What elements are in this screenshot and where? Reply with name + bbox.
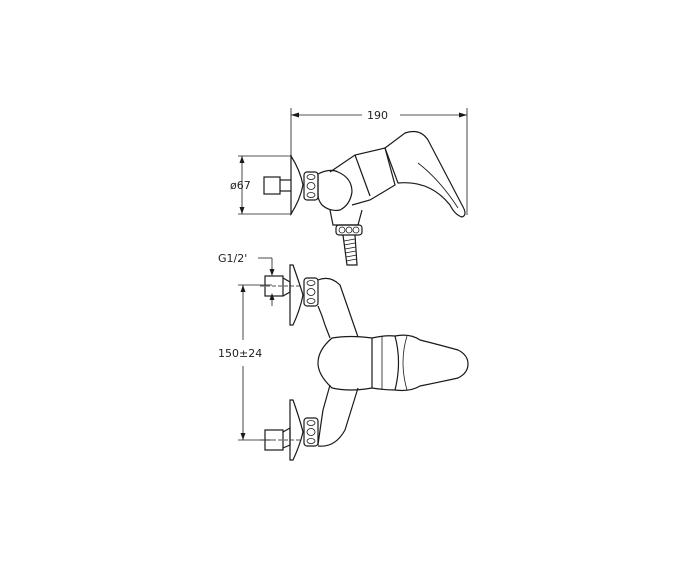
- dimension-width-label: 190: [367, 109, 388, 122]
- front-view: G1/2' 150±24: [218, 252, 469, 461]
- dimension-spacing-label: 150±24: [218, 347, 262, 360]
- dimension-diameter-label: ø67: [230, 179, 251, 192]
- side-view: 190 ø67: [230, 108, 468, 266]
- thread-label: G1/2': [218, 252, 247, 265]
